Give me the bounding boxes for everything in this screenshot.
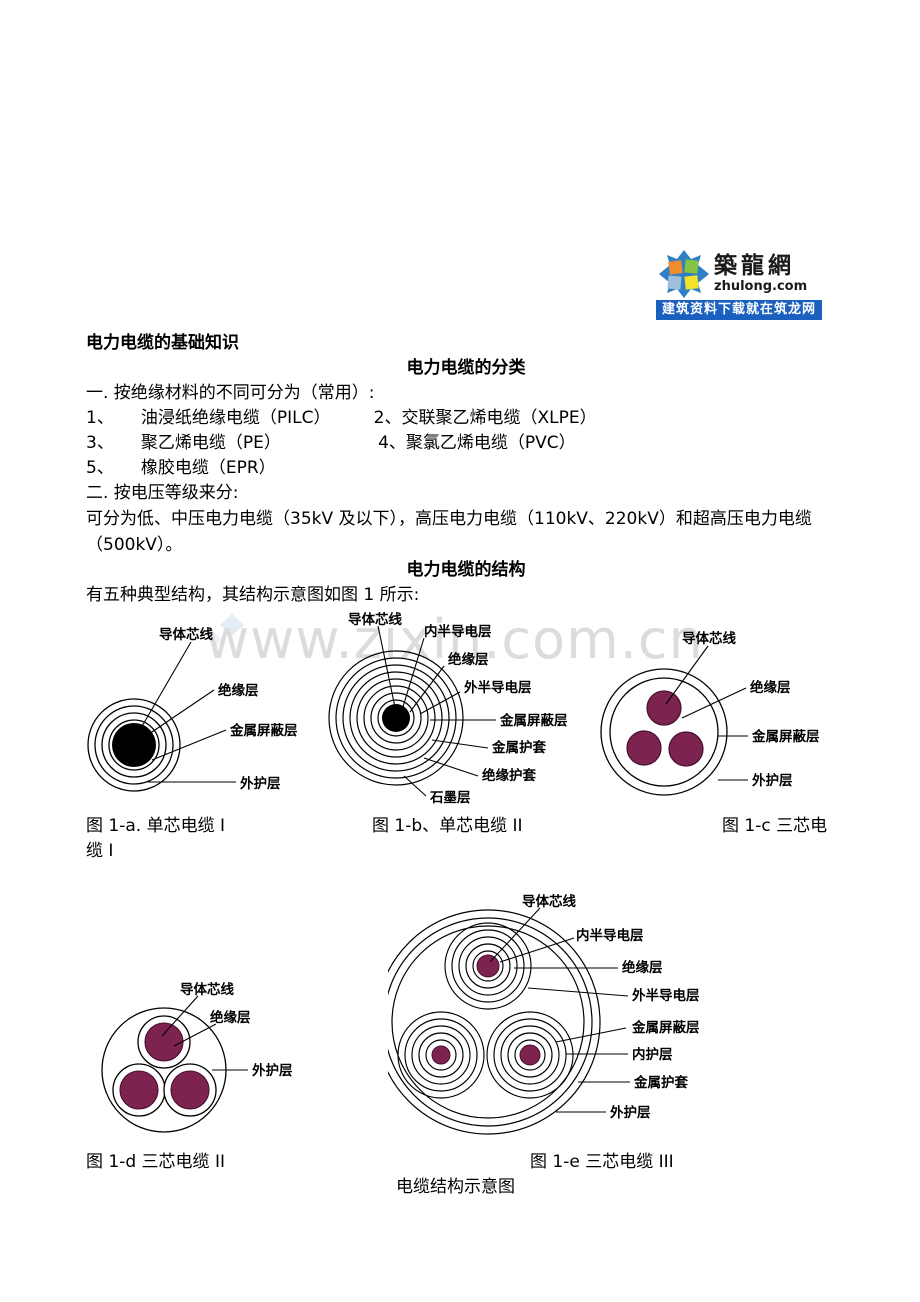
figure-1e-caption: 图 1-e 三芯电缆 III	[530, 1152, 674, 1172]
voltage-paragraph: 可分为低、中压电力电缆（35kV 及以下），高压电力电缆（110kV、220kV…	[86, 509, 812, 555]
figure-1c-label-1: 绝缘层	[750, 679, 791, 696]
figure-1e-label-0: 导体芯线	[522, 893, 576, 910]
figure-1b-label-6: 绝缘护套	[482, 767, 536, 784]
figure-1e-label-2: 绝缘层	[622, 959, 663, 976]
figure-1d-label-0: 导体芯线	[180, 981, 234, 998]
zhulong-flower-icon	[659, 250, 709, 298]
classification-intro: 一. 按绝缘材料的不同可分为（常用）:	[86, 383, 375, 403]
conductor-core	[382, 704, 410, 732]
figure-1b-caption: 图 1-b、单芯电缆 II	[372, 816, 523, 836]
figure-1e-label-7: 外护层	[610, 1104, 651, 1121]
structure-intro: 有五种典型结构，其结构示意图如图 1 所示:	[86, 585, 420, 605]
figure-1e-label-5: 内护层	[632, 1046, 673, 1063]
figure-1b: 导体芯线 内半导电层 绝缘层 外半导电层 金属屏蔽层 金属护套 绝缘护套 石墨层	[320, 600, 620, 815]
classification-item-2: 3、 聚乙烯电缆（PE） 4、聚氯乙烯电缆（PVC）	[86, 433, 576, 453]
figure-1c-label-3: 外护层	[752, 772, 793, 789]
figure-1d-label-1: 绝缘层	[210, 1009, 251, 1026]
conductor-cores	[626, 690, 704, 767]
figure-1c: 导体芯线 绝缘层 金属屏蔽层 外护层	[596, 612, 876, 812]
logo-top-row: 築龍網 zhulong.com	[656, 248, 822, 300]
figure-1a-label-0: 导体芯线	[159, 626, 213, 643]
conductor-cores	[112, 1015, 217, 1117]
figure-1a-label-1: 绝缘层	[218, 682, 259, 699]
section-heading-structure: 电力电缆的结构	[406, 560, 526, 580]
figure-1d-label-2: 外护层	[252, 1062, 293, 1079]
figure-1e-label-1: 内半导电层	[576, 927, 644, 944]
document-body: 电力电缆的基础知识 电力电缆的分类 一. 按绝缘材料的不同可分为（常用）: 1、…	[86, 331, 846, 608]
figure-1b-label-2: 绝缘层	[448, 651, 489, 668]
figure-1a: 导体芯线 绝缘层 金属屏蔽层 外护层	[86, 612, 356, 812]
figure-1b-label-4: 金属屏蔽层	[499, 712, 568, 729]
figure-1e: 导体芯线 内半导电层 绝缘层 外半导电层 金属屏蔽层 内护层 金属护套 外护层	[388, 890, 748, 1145]
classification-item-1: 1、 油浸纸绝缘电缆（PILC） 2、交联聚乙烯电缆（XLPE）	[86, 408, 597, 428]
section-heading-classification: 电力电缆的分类	[406, 358, 526, 378]
figure-1b-label-5: 金属护套	[491, 739, 546, 756]
figure-1a-label-3: 外护层	[240, 775, 281, 792]
figure-1d: 导体芯线 绝缘层 外护层	[86, 970, 376, 1150]
voltage-intro: 二. 按电压等级来分:	[86, 483, 239, 503]
overall-figure-caption: 电缆结构示意图	[396, 1177, 515, 1197]
logo-brand-en: zhulong.com	[714, 279, 808, 294]
figure-1e-label-3: 外半导电层	[632, 987, 700, 1004]
conductor-core	[112, 723, 156, 767]
logo-brand-cn: 築龍網	[714, 253, 795, 279]
figure-1b-label-1: 内半导电层	[424, 623, 492, 640]
figure-1b-label-0: 导体芯线	[348, 611, 402, 628]
page-title: 电力电缆的基础知识	[86, 333, 239, 353]
logo-text-block: 築龍網 zhulong.com	[714, 253, 808, 294]
figure-1e-label-6: 金属护套	[633, 1074, 688, 1091]
figure-1e-label-4: 金属屏蔽层	[631, 1019, 700, 1036]
conductor-cores	[397, 922, 574, 1099]
figure-1c-label-2: 金属屏蔽层	[751, 728, 820, 745]
figure-1a-caption: 图 1-a. 单芯电缆 I	[86, 816, 225, 836]
logo-tagline: 建筑资料下载就在筑龙网	[656, 300, 822, 320]
figure-1c-caption: 图 1-c 三芯电	[722, 816, 828, 836]
figure-1c-caption-wrap: 缆 I	[86, 841, 114, 861]
classification-item-3: 5、 橡胶电缆（EPR）	[86, 458, 276, 478]
figure-1d-caption: 图 1-d 三芯电缆 II	[86, 1152, 225, 1172]
figure-1b-label-3: 外半导电层	[464, 679, 532, 696]
figure-1c-label-0: 导体芯线	[682, 630, 736, 647]
figure-1b-label-7: 石墨层	[429, 790, 471, 806]
figure-1a-label-2: 金属屏蔽层	[229, 722, 298, 739]
site-logo: 築龍網 zhulong.com 建筑资料下载就在筑龙网	[656, 248, 822, 320]
